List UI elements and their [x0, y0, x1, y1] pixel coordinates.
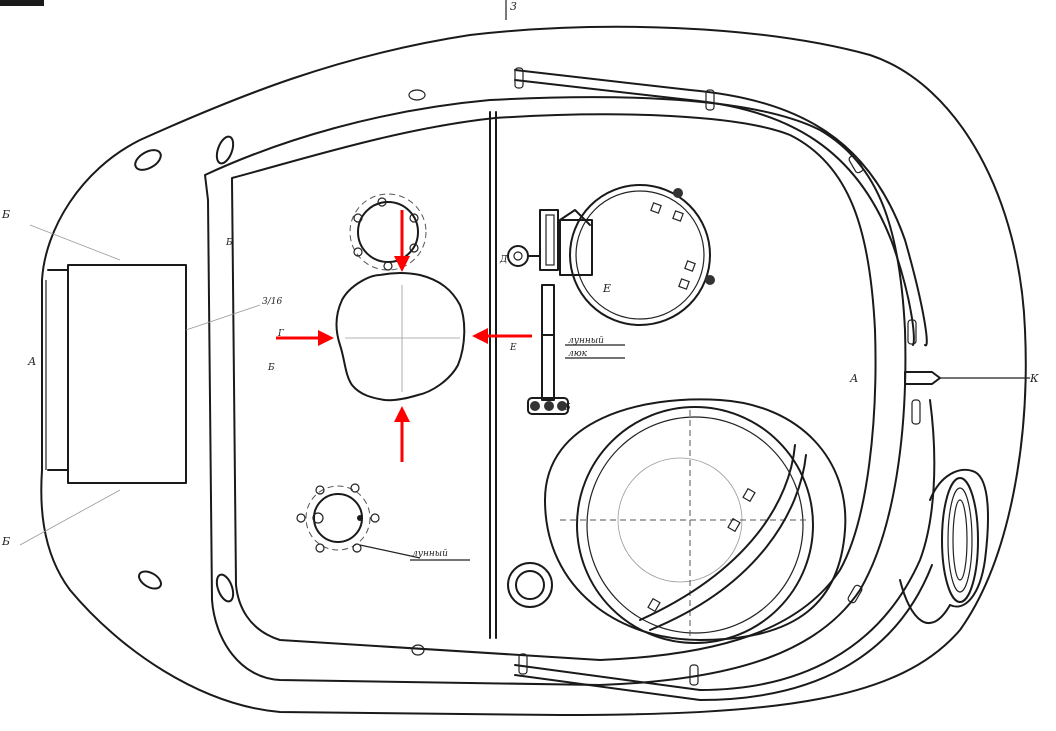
plate-mark-upper: Б	[225, 238, 233, 248]
rail-clip-4	[907, 319, 917, 345]
red-arrow-left	[276, 330, 334, 346]
slot-lower-left	[138, 570, 235, 603]
small-hole-top	[408, 89, 426, 101]
lower-rail-outer	[514, 399, 936, 691]
lower-clip-2	[689, 664, 699, 686]
right-bracket	[904, 371, 941, 385]
lower-clip-1	[518, 653, 528, 675]
round-port	[507, 562, 553, 608]
rail-clip-3	[848, 154, 864, 174]
equipment-box	[67, 264, 187, 484]
central-cutout	[335, 272, 466, 402]
right-rail-inner	[514, 79, 915, 346]
note-upper: лунный	[568, 336, 604, 346]
svg-text:5: 5	[565, 403, 571, 413]
svg-text:Д: Д	[499, 255, 508, 265]
slot-upper-left	[134, 135, 235, 171]
base-plate	[231, 113, 877, 661]
lower-note: лунный	[412, 549, 448, 559]
lower-clip-3	[847, 584, 863, 604]
right-edge-mark: К	[1029, 372, 1039, 385]
upper-hatch: Е	[569, 184, 715, 326]
right-rail-outer	[514, 69, 928, 347]
plate-mark-left: Б	[267, 363, 275, 373]
red-arrow-bottom	[394, 406, 410, 462]
mid-mark: Е	[509, 343, 517, 353]
large-hatch	[544, 398, 847, 644]
red-arrow-right	[472, 328, 532, 344]
box-leader	[185, 304, 261, 331]
left-mark-mid: А	[27, 355, 36, 368]
rail-clip-1	[514, 67, 524, 89]
rail-clip-2	[705, 89, 715, 111]
svg-text:Е: Е	[602, 282, 611, 295]
lower-clip-4	[911, 399, 921, 425]
plate-mark-arrow: Г	[277, 329, 285, 339]
mechanism-assembly: Д 5	[499, 209, 593, 415]
corner-tab	[0, 0, 44, 6]
inner-hull	[204, 96, 907, 686]
left-mark-lower: Б	[1, 535, 10, 548]
dim-line-left-1	[29, 224, 121, 261]
small-hole-bottom	[411, 644, 425, 656]
left-mark-upper: Б	[1, 208, 10, 221]
upper-small-flange	[349, 193, 427, 271]
top-section-mark: 3	[510, 0, 517, 13]
lower-rail-inner	[514, 564, 933, 701]
note-lower: люк	[568, 349, 588, 359]
right-mark: А	[849, 372, 858, 385]
left-fraction: 3/16	[262, 297, 282, 307]
lower-small-flange	[296, 483, 380, 553]
side-port	[899, 468, 989, 625]
lower-flange-leader	[359, 544, 421, 559]
dim-line-left-2	[19, 489, 121, 546]
outer-hull	[40, 25, 1027, 716]
red-arrow-top	[394, 210, 410, 272]
